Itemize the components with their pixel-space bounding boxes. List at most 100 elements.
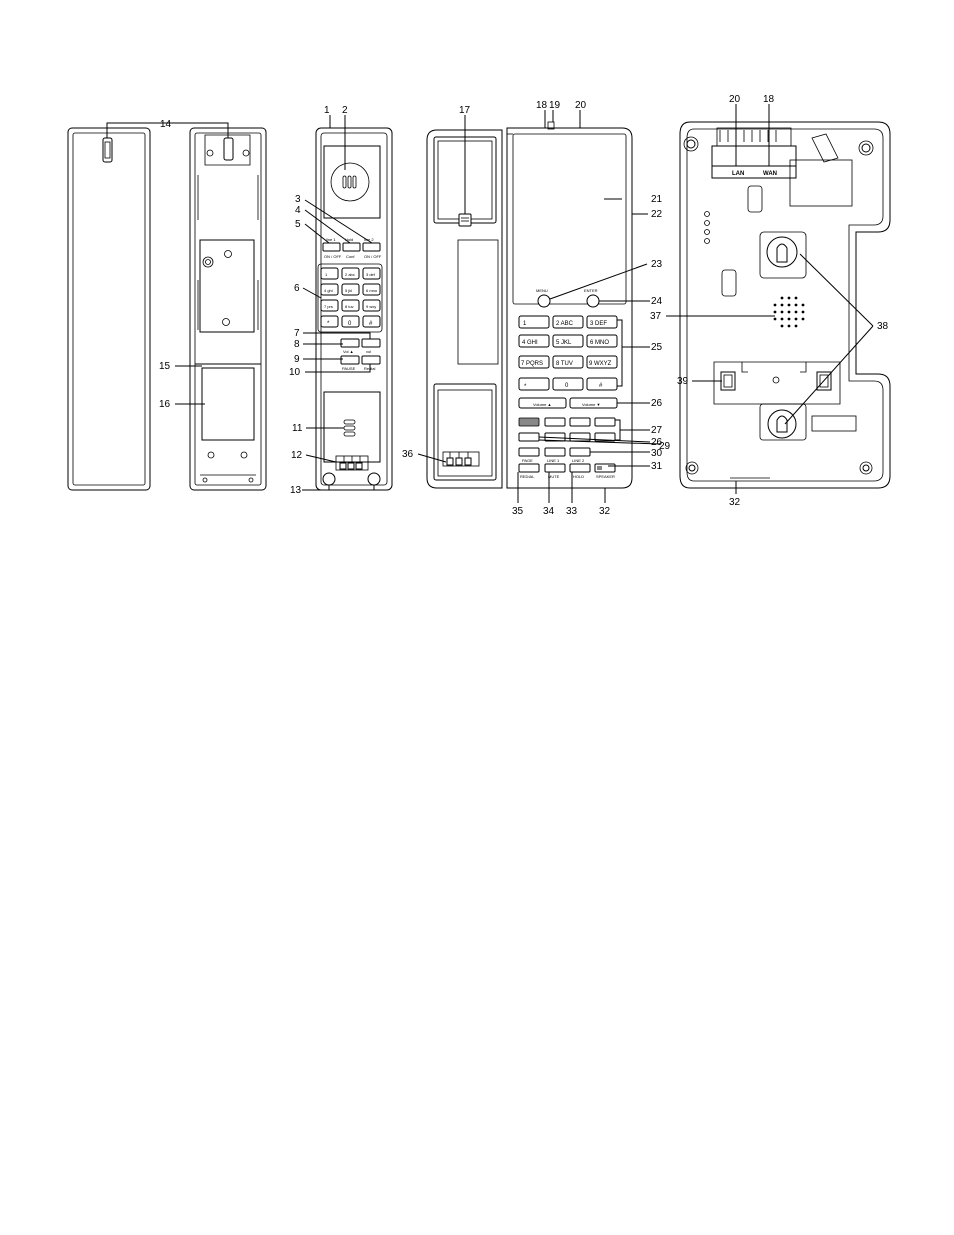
base-key-1[interactable] xyxy=(518,315,550,329)
handset-key-6-label: 6 mno xyxy=(366,288,378,293)
handset-key-5[interactable] xyxy=(341,283,360,296)
handset-soft-keys: line 1 Hold line 2 ON / OFF Conf ON / OF… xyxy=(322,237,382,259)
base-key-0[interactable] xyxy=(552,377,584,391)
handset-key-9-label: 9 wxy xyxy=(366,304,376,309)
callout-22: 22 xyxy=(651,209,663,220)
base-key-9[interactable] xyxy=(586,355,618,369)
handset-key-hash[interactable] xyxy=(362,315,381,328)
volume-down-label: Volume ▼ xyxy=(582,402,600,407)
speaker-key-label: SPEAKER xyxy=(596,474,615,479)
prog-key-1[interactable] xyxy=(518,417,540,427)
page-button[interactable] xyxy=(518,447,540,457)
base-unit-front: MENU ENTER 1 2 ABC 3 DEF 4 GHI 5 JKL 6 M… xyxy=(426,121,633,489)
mute-key-label: MUTE xyxy=(548,474,560,479)
speaker-grille xyxy=(773,296,805,328)
callout-15: 15 xyxy=(159,361,171,372)
callout-14: 14 xyxy=(160,119,172,130)
wan-port-label: WAN xyxy=(763,171,777,177)
base-key-7-label: 7 PQRS xyxy=(521,361,543,367)
line1-button[interactable] xyxy=(322,242,341,252)
callout-11: 11 xyxy=(292,423,303,434)
vol-up-button[interactable] xyxy=(340,338,360,348)
base-key-6[interactable] xyxy=(586,334,618,348)
callout-18-back: 18 xyxy=(763,94,775,105)
prog-key-4[interactable] xyxy=(594,417,616,427)
handset-key-2-label: 2 abc xyxy=(345,272,355,277)
hold-key-label: HOLD xyxy=(573,474,584,479)
hold-key[interactable] xyxy=(569,463,591,473)
handset-keypad: 1 2 abc 3 def 4 ghi 5 jkl 6 mno 7 prs 8 … xyxy=(320,267,381,328)
callout-20: 20 xyxy=(575,100,587,111)
hold-label: Hold xyxy=(345,237,353,242)
handset-key-3[interactable] xyxy=(362,267,381,280)
callout-6: 6 xyxy=(294,283,300,294)
redial-key-label: REDIAL xyxy=(520,474,535,479)
callout-23: 23 xyxy=(651,259,663,270)
base-key-7[interactable] xyxy=(518,355,550,369)
prog-key-8[interactable] xyxy=(594,432,616,442)
enter-button[interactable] xyxy=(586,294,600,308)
base-key-8[interactable] xyxy=(552,355,584,369)
base-key-0-label: 0 xyxy=(565,383,569,389)
callout-29: 29 xyxy=(659,441,671,452)
vol-down-button[interactable] xyxy=(361,338,381,348)
redial-key[interactable] xyxy=(518,463,540,473)
handset-key-8[interactable] xyxy=(341,299,360,312)
volume-up-button[interactable] xyxy=(518,397,567,409)
callout-5: 5 xyxy=(295,219,301,230)
hold-button[interactable] xyxy=(342,242,361,252)
mute-key[interactable] xyxy=(544,463,566,473)
prog-key-5[interactable] xyxy=(518,432,540,442)
prog-key-3[interactable] xyxy=(569,417,591,427)
volume-up-label: Volume ▲ xyxy=(533,402,551,407)
handset-key-8-label: 8 tuv xyxy=(345,304,354,309)
handset-key-star[interactable] xyxy=(320,315,339,328)
callout-34: 34 xyxy=(543,506,555,517)
base-key-hash-label: # xyxy=(599,383,603,389)
vol-up-label: Vol ▲ xyxy=(343,349,354,354)
page-label: PAGE xyxy=(522,458,533,463)
callout-2: 2 xyxy=(342,105,348,116)
line1-key[interactable] xyxy=(544,447,566,457)
base-key-4[interactable] xyxy=(518,334,550,348)
pause-button[interactable] xyxy=(340,355,360,365)
leader-lines xyxy=(106,104,874,503)
callout-20-back: 20 xyxy=(729,94,741,105)
callout-37: 37 xyxy=(650,311,662,322)
line2-button[interactable] xyxy=(362,242,381,252)
callout-32: 32 xyxy=(599,506,611,517)
callout-1: 1 xyxy=(324,105,330,116)
base-key-hash[interactable] xyxy=(586,377,618,391)
prog-key-2[interactable] xyxy=(544,417,566,427)
callout-12: 12 xyxy=(291,450,303,461)
base-key-5-label: 5 JKL xyxy=(556,340,572,346)
handset-key-0[interactable] xyxy=(341,315,360,328)
callout-18: 18 xyxy=(536,100,548,111)
callout-33: 33 xyxy=(566,506,578,517)
base-key-3[interactable] xyxy=(586,315,618,329)
base-key-star[interactable] xyxy=(518,377,550,391)
ports-housing xyxy=(711,145,797,167)
base-key-2[interactable] xyxy=(552,315,584,329)
handset-key-4[interactable] xyxy=(320,283,339,296)
handset-key-star-label: * xyxy=(327,321,330,327)
callout-10: 10 xyxy=(289,367,301,378)
line1-key-label: LINE 1 xyxy=(547,458,560,463)
line2-key[interactable] xyxy=(569,447,591,457)
handset-key-1[interactable] xyxy=(320,267,339,280)
handset-key-7[interactable] xyxy=(320,299,339,312)
redial-button[interactable] xyxy=(361,355,381,365)
callout-30: 30 xyxy=(651,448,663,459)
callout-26b: 26 xyxy=(651,437,663,448)
handset-key-0-label: 0 xyxy=(348,321,352,327)
handset-key-9[interactable] xyxy=(362,299,381,312)
prog-key-7[interactable] xyxy=(569,432,591,442)
handset-key-4-label: 4 ghi xyxy=(324,288,333,293)
base-key-8-label: 8 TUV xyxy=(556,361,573,367)
handset-key-2[interactable] xyxy=(341,267,360,280)
handset-key-6[interactable] xyxy=(362,283,381,296)
menu-button[interactable] xyxy=(537,294,551,308)
base-key-3-label: 3 DEF xyxy=(590,321,607,327)
base-key-5[interactable] xyxy=(552,334,584,348)
on-off-label-2: ON / OFF xyxy=(364,254,382,259)
